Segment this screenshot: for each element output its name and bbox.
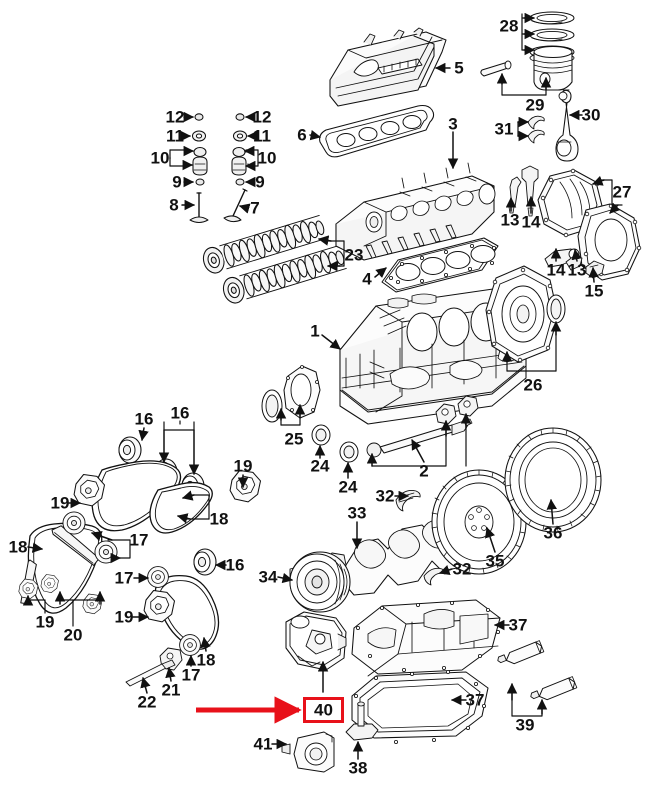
callout-18-45: 18 — [209, 509, 229, 529]
callout-17-49: 17 — [181, 665, 201, 685]
callout-19-43: 19 — [35, 612, 55, 632]
highlight-box-40[interactable] — [303, 697, 344, 723]
callout-6-10: 6 — [297, 125, 307, 145]
callout-16-39: 16 — [225, 555, 245, 575]
callout-14-22: 14 — [521, 212, 541, 232]
callout-38-56: 38 — [348, 758, 368, 778]
callout-17-48: 17 — [114, 568, 134, 588]
callout-16-37: 16 — [134, 409, 154, 429]
callout-9-6: 9 — [172, 172, 182, 192]
callout-37-54: 37 — [465, 690, 485, 710]
callout-31-19: 31 — [494, 119, 514, 139]
callout-24-28: 24 — [310, 456, 330, 476]
callout-13-24: 13 — [567, 260, 587, 280]
callout-20-50: 20 — [63, 625, 83, 645]
callout-33-32: 33 — [347, 503, 367, 523]
callout-24-29: 24 — [338, 477, 358, 497]
callout-3-12: 3 — [448, 114, 458, 134]
callout-26-26: 26 — [523, 375, 543, 395]
callout-27-20: 27 — [612, 182, 632, 202]
callout-37-53: 37 — [508, 615, 528, 635]
callout-11-3: 11 — [253, 126, 271, 146]
callout-1-15: 1 — [310, 321, 320, 341]
callout-41-57: 41 — [253, 734, 273, 754]
callout-35-34: 35 — [485, 551, 505, 571]
callout-9-7: 9 — [255, 172, 265, 192]
callout-4-13: 4 — [362, 269, 372, 289]
callout-29-17: 29 — [525, 95, 545, 115]
callout-32-31: 32 — [375, 486, 395, 506]
callout-16-38: 16 — [170, 403, 190, 423]
callout-28-16: 28 — [499, 16, 519, 36]
callout-12-0: 12 — [165, 107, 185, 127]
callout-36-35: 36 — [543, 523, 563, 543]
callout-5-11: 5 — [454, 58, 464, 78]
callout-11-2: 11 — [166, 126, 184, 146]
callout-18-44: 18 — [8, 537, 28, 557]
callout-14-23: 14 — [546, 260, 566, 280]
callout-40-label: 40 — [314, 700, 333, 720]
callout-19-41: 19 — [233, 456, 253, 476]
callout-34-36: 34 — [258, 567, 278, 587]
callout-13-21: 13 — [500, 210, 520, 230]
callout-25-27: 25 — [284, 429, 304, 449]
callout-7-9: 7 — [250, 198, 260, 218]
callout-32-33: 32 — [452, 559, 472, 579]
callout-8-8: 8 — [169, 195, 179, 215]
callout-19-40: 19 — [50, 493, 70, 513]
callout-10-5: 10 — [257, 148, 277, 168]
callout-21-51: 21 — [161, 680, 181, 700]
callout-18-46: 18 — [196, 650, 216, 670]
callout-12-1: 12 — [252, 107, 272, 127]
callout-23-14: 23 — [344, 245, 364, 265]
callout-2-30: 2 — [419, 461, 429, 481]
callout-39-55: 39 — [515, 715, 535, 735]
callout-30-18: 30 — [581, 105, 601, 125]
callout-10-4: 10 — [150, 148, 170, 168]
callout-22-52: 22 — [137, 692, 157, 712]
callout-15-25: 15 — [584, 281, 604, 301]
callout-19-42: 19 — [114, 607, 134, 627]
callout-17-47: 17 — [129, 530, 149, 550]
